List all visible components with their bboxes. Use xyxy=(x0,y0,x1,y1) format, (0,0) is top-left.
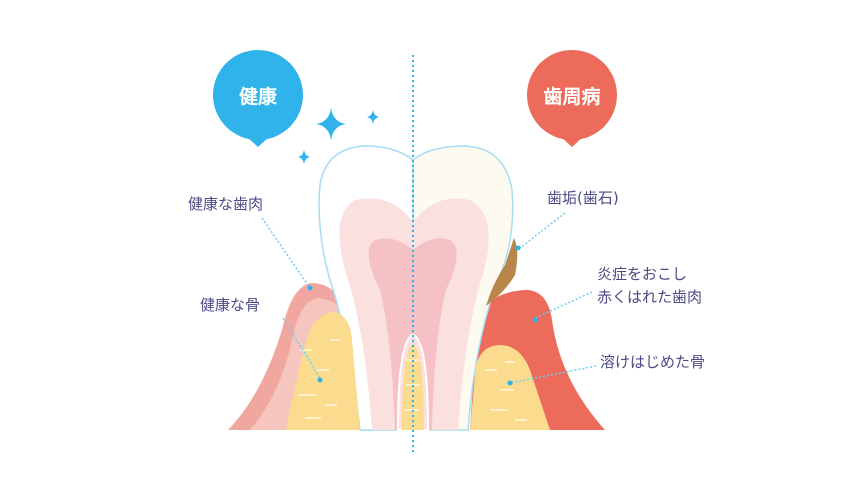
tooth xyxy=(318,145,514,431)
leader-lines xyxy=(261,212,597,384)
healthy-bubble xyxy=(213,50,303,147)
healthy-bone-label: 健康な骨 xyxy=(200,296,261,314)
inflamed-gum-label-line1: 炎症をおこし xyxy=(597,265,688,283)
plaque xyxy=(486,238,518,306)
healthy-title: 健康 xyxy=(238,86,277,108)
sparkle-icon xyxy=(298,108,379,164)
disease-bubble xyxy=(527,50,617,147)
dissolving-bone xyxy=(470,345,550,430)
dissolving-bone-label: 溶けはじめた骨 xyxy=(600,353,706,371)
plaque-label: 歯垢(歯石) xyxy=(547,189,619,207)
disease-title: 歯周病 xyxy=(543,86,601,108)
inflamed-gum-label-line2: 赤くはれた歯肉 xyxy=(597,288,703,306)
healthy-gum-label: 健康な歯肉 xyxy=(188,195,264,213)
